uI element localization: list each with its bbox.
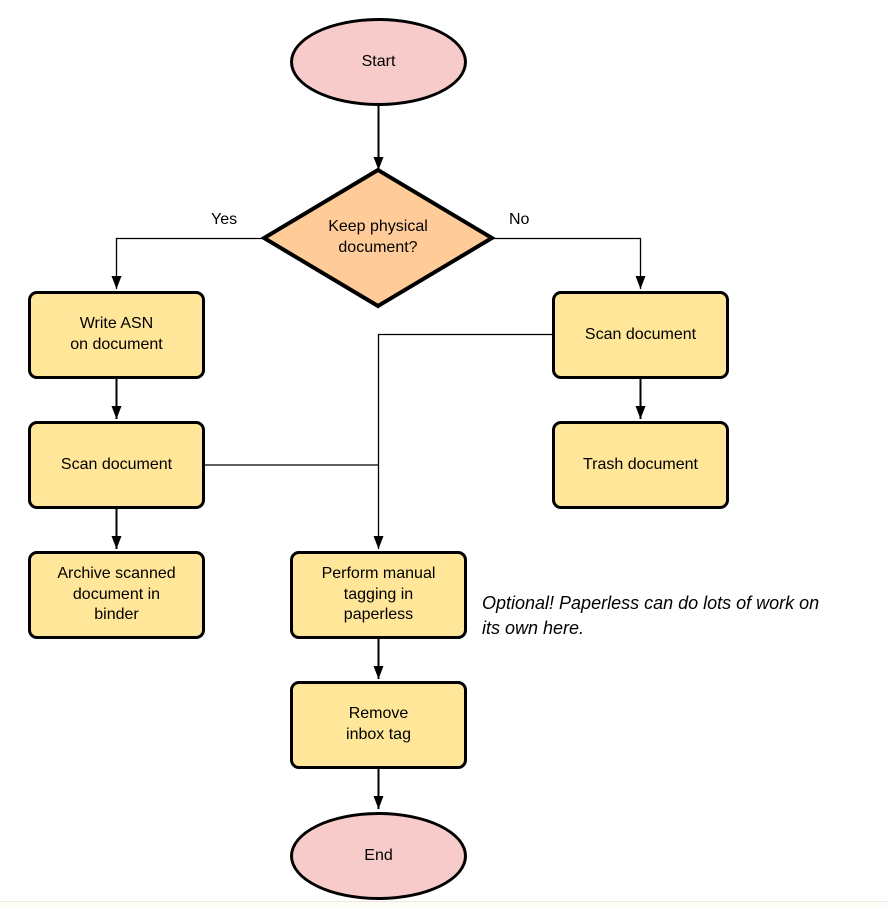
decision-diamond-shape [261, 167, 495, 309]
node-end-label: End [364, 846, 393, 864]
node-manual-tagging-label: Perform manual tagging in paperless [321, 564, 436, 624]
node-archive-binder: Archive scanned document in binder [28, 551, 205, 639]
node-remove-inbox-tag: Remove inbox tag [290, 681, 467, 769]
node-decision-label: Keep physical document? [328, 218, 428, 256]
node-write-asn: Write ASN on document [28, 291, 205, 379]
node-end: End [290, 812, 467, 900]
annotation-optional-note: Optional! Paperless can do lots of work … [482, 593, 820, 638]
node-manual-tagging: Perform manual tagging in paperless [290, 551, 467, 639]
node-start-label: Start [361, 52, 396, 70]
node-trash-document-label: Trash document [582, 455, 698, 473]
edge-decision-no-to-scan-right [491, 237, 646, 289]
node-decision: Keep physical document? [261, 167, 495, 309]
bottom-divider [0, 901, 888, 908]
node-start: Start [290, 18, 467, 106]
node-archive-binder-label: Archive scanned document in binder [57, 564, 176, 624]
node-scan-document-left: Scan document [28, 421, 205, 509]
edge-label-yes: Yes [211, 211, 238, 228]
node-scan-document-right: Scan document [552, 291, 729, 379]
node-write-asn-label: Write ASN on document [70, 315, 163, 353]
node-scan-document-right-label: Scan document [584, 325, 697, 343]
node-remove-inbox-tag-label: Remove inbox tag [346, 705, 411, 743]
edge-scan-right-to-perform [373, 333, 552, 549]
node-trash-document: Trash document [552, 421, 729, 509]
node-scan-document-left-label: Scan document [60, 455, 173, 473]
edge-label-no: No [509, 211, 530, 228]
edge-decision-yes-to-write-asn [111, 237, 265, 289]
